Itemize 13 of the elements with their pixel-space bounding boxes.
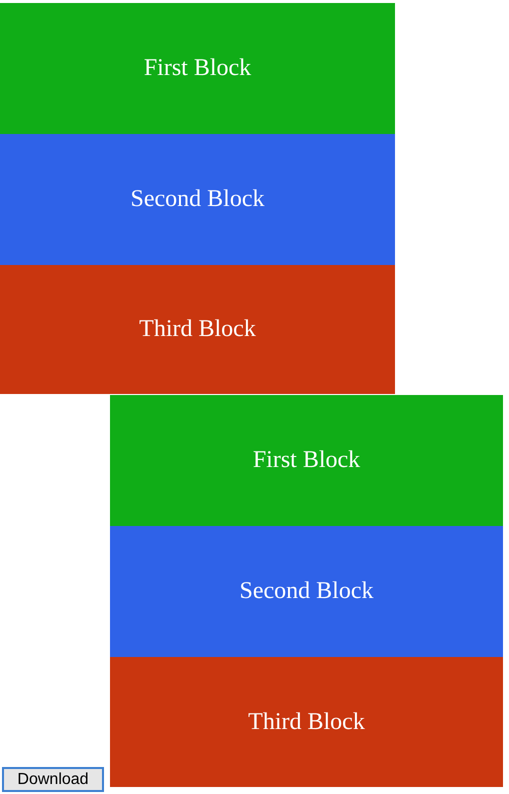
color-block — [110, 657, 503, 787]
block-title: Second Block — [240, 578, 374, 605]
color-block — [0, 3, 395, 134]
color-block — [0, 134, 395, 265]
color-block — [110, 526, 503, 657]
color-block — [110, 395, 503, 526]
block-title: Third Block — [139, 316, 256, 343]
block-title: Second Block — [130, 186, 264, 213]
download-button: Download — [2, 767, 104, 792]
block-title: First Block — [144, 55, 252, 82]
color-block — [0, 265, 395, 394]
block-title: First Block — [252, 447, 360, 474]
block-title: Third Block — [248, 708, 365, 736]
